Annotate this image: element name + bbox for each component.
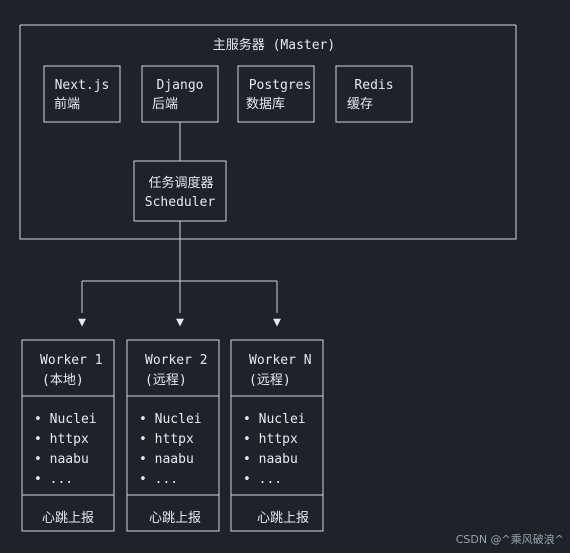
component-desc: 后端 bbox=[152, 97, 178, 112]
tool-item: • naabu bbox=[243, 452, 298, 467]
tool-item: • ... bbox=[139, 472, 178, 487]
worker-box: Worker N (远程) • Nuclei • httpx • naabu •… bbox=[230, 339, 324, 532]
master-box bbox=[19, 25, 517, 240]
worker-subtitle: (远程) bbox=[145, 373, 187, 388]
worker-subtitle: (远程) bbox=[249, 373, 291, 388]
tool-item: • ... bbox=[34, 472, 73, 487]
worker-subtitle: (本地) bbox=[42, 373, 84, 388]
scheduler-label-en: Scheduler bbox=[145, 195, 216, 210]
component-redis: Redis 缓存 bbox=[335, 65, 413, 123]
master-title: 主服务器 (Master) bbox=[213, 37, 335, 53]
worker-title: Worker N bbox=[249, 353, 312, 368]
tool-item: • Nuclei bbox=[34, 412, 97, 427]
arrow-down-icon: ▼ bbox=[78, 315, 86, 330]
tool-item: • httpx bbox=[139, 432, 194, 447]
component-desc: 前端 bbox=[54, 96, 80, 112]
tool-item: • Nuclei bbox=[243, 412, 306, 427]
watermark: CSDN @^乘风破浪^ bbox=[455, 533, 564, 546]
scheduler-box: 任务调度器 Scheduler bbox=[133, 160, 227, 222]
worker-footer: 心跳上报 bbox=[42, 511, 94, 526]
component-name: Postgres bbox=[249, 78, 312, 93]
component-name: Django bbox=[157, 78, 204, 93]
component-desc: 数据库 bbox=[246, 96, 285, 112]
tool-item: • Nuclei bbox=[139, 412, 202, 427]
worker-title: Worker 1 bbox=[40, 353, 103, 368]
arrow-down-icon: ▼ bbox=[176, 315, 184, 330]
tool-item: • ... bbox=[243, 472, 282, 487]
component-name: Redis bbox=[354, 78, 393, 93]
component-postgres: Postgres 数据库 bbox=[237, 65, 315, 123]
component-desc: 缓存 bbox=[347, 97, 373, 112]
tool-item: • httpx bbox=[34, 432, 89, 447]
worker-box: Worker 2 (远程) • Nuclei • httpx • naabu •… bbox=[126, 339, 220, 532]
tool-item: • httpx bbox=[243, 432, 298, 447]
worker-box: Worker 1 (本地) • Nuclei • httpx • naabu •… bbox=[21, 339, 115, 532]
worker-footer: 心跳上报 bbox=[257, 511, 309, 526]
worker-footer: 心跳上报 bbox=[149, 511, 201, 526]
tool-item: • naabu bbox=[34, 452, 89, 467]
tool-item: • naabu bbox=[139, 452, 194, 467]
component-name: Next.js bbox=[55, 78, 110, 93]
arrow-down-icon: ▼ bbox=[273, 315, 281, 330]
component-django: Django 后端 bbox=[141, 65, 219, 123]
worker-title: Worker 2 bbox=[145, 353, 208, 368]
scheduler-label: 任务调度器 bbox=[148, 175, 213, 191]
component-nextjs: Next.js 前端 bbox=[43, 65, 121, 123]
